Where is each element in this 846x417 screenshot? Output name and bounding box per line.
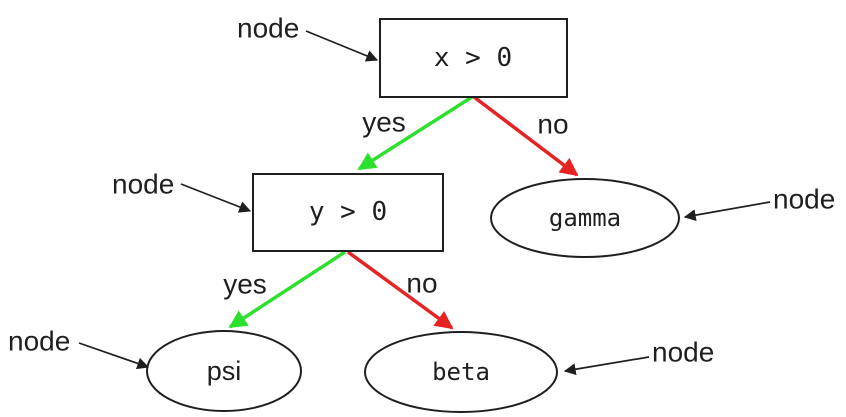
leaf-node-label: beta xyxy=(432,358,490,386)
edge-inner-yes: yes xyxy=(223,250,346,329)
annotation-psi: node xyxy=(8,326,150,370)
annotation-node-label: node xyxy=(652,337,714,368)
edge-label-yes: yes xyxy=(362,107,406,138)
edge-root-yes: yes xyxy=(357,95,473,171)
annotation-beta: node xyxy=(563,337,714,376)
decision-node-box xyxy=(252,173,444,252)
leaf-node-ellipse xyxy=(364,331,558,413)
annotation-node-label: node xyxy=(8,326,70,357)
annotation-node-label: node xyxy=(112,169,174,200)
edge-label-yes: yes xyxy=(223,269,267,300)
leaf-node-beta: beta xyxy=(364,331,558,413)
leaf-node-psi: psi xyxy=(146,330,302,412)
annotation-gamma: node xyxy=(683,184,835,221)
annotation-arrow xyxy=(683,201,771,221)
decision-node-box xyxy=(379,18,568,98)
annotation-node-label: node xyxy=(773,184,835,215)
leaf-node-gamma: gamma xyxy=(490,178,680,258)
leaf-node-ellipse xyxy=(146,330,302,412)
leaf-node-label: psi xyxy=(207,356,242,386)
decision-node-label: y > 0 xyxy=(309,197,387,227)
annotation-arrow xyxy=(563,356,650,376)
no-edge-arrow xyxy=(346,250,454,330)
yes-edge-arrow xyxy=(228,250,346,329)
annotation-root: node xyxy=(237,13,379,62)
leaf-node-ellipse xyxy=(490,178,680,258)
yes-edge-arrow xyxy=(357,95,473,171)
annotation-arrow xyxy=(305,30,379,62)
edge-label-no: no xyxy=(537,109,568,140)
decision-node-label: x > 0 xyxy=(434,43,512,73)
decision-node-root: x > 0 xyxy=(379,18,568,98)
edge-root-no: no xyxy=(472,95,579,177)
no-edge-arrow xyxy=(472,95,579,177)
annotation-node-label: node xyxy=(237,13,299,44)
annotation-arrow xyxy=(78,342,150,370)
decision-node-inner: y > 0 xyxy=(252,173,444,252)
edge-inner-no: no xyxy=(346,250,454,330)
annotation-arrow xyxy=(180,183,252,213)
leaf-node-label: gamma xyxy=(549,204,621,232)
edge-label-no: no xyxy=(406,268,437,299)
annotation-inner: node xyxy=(112,169,252,213)
